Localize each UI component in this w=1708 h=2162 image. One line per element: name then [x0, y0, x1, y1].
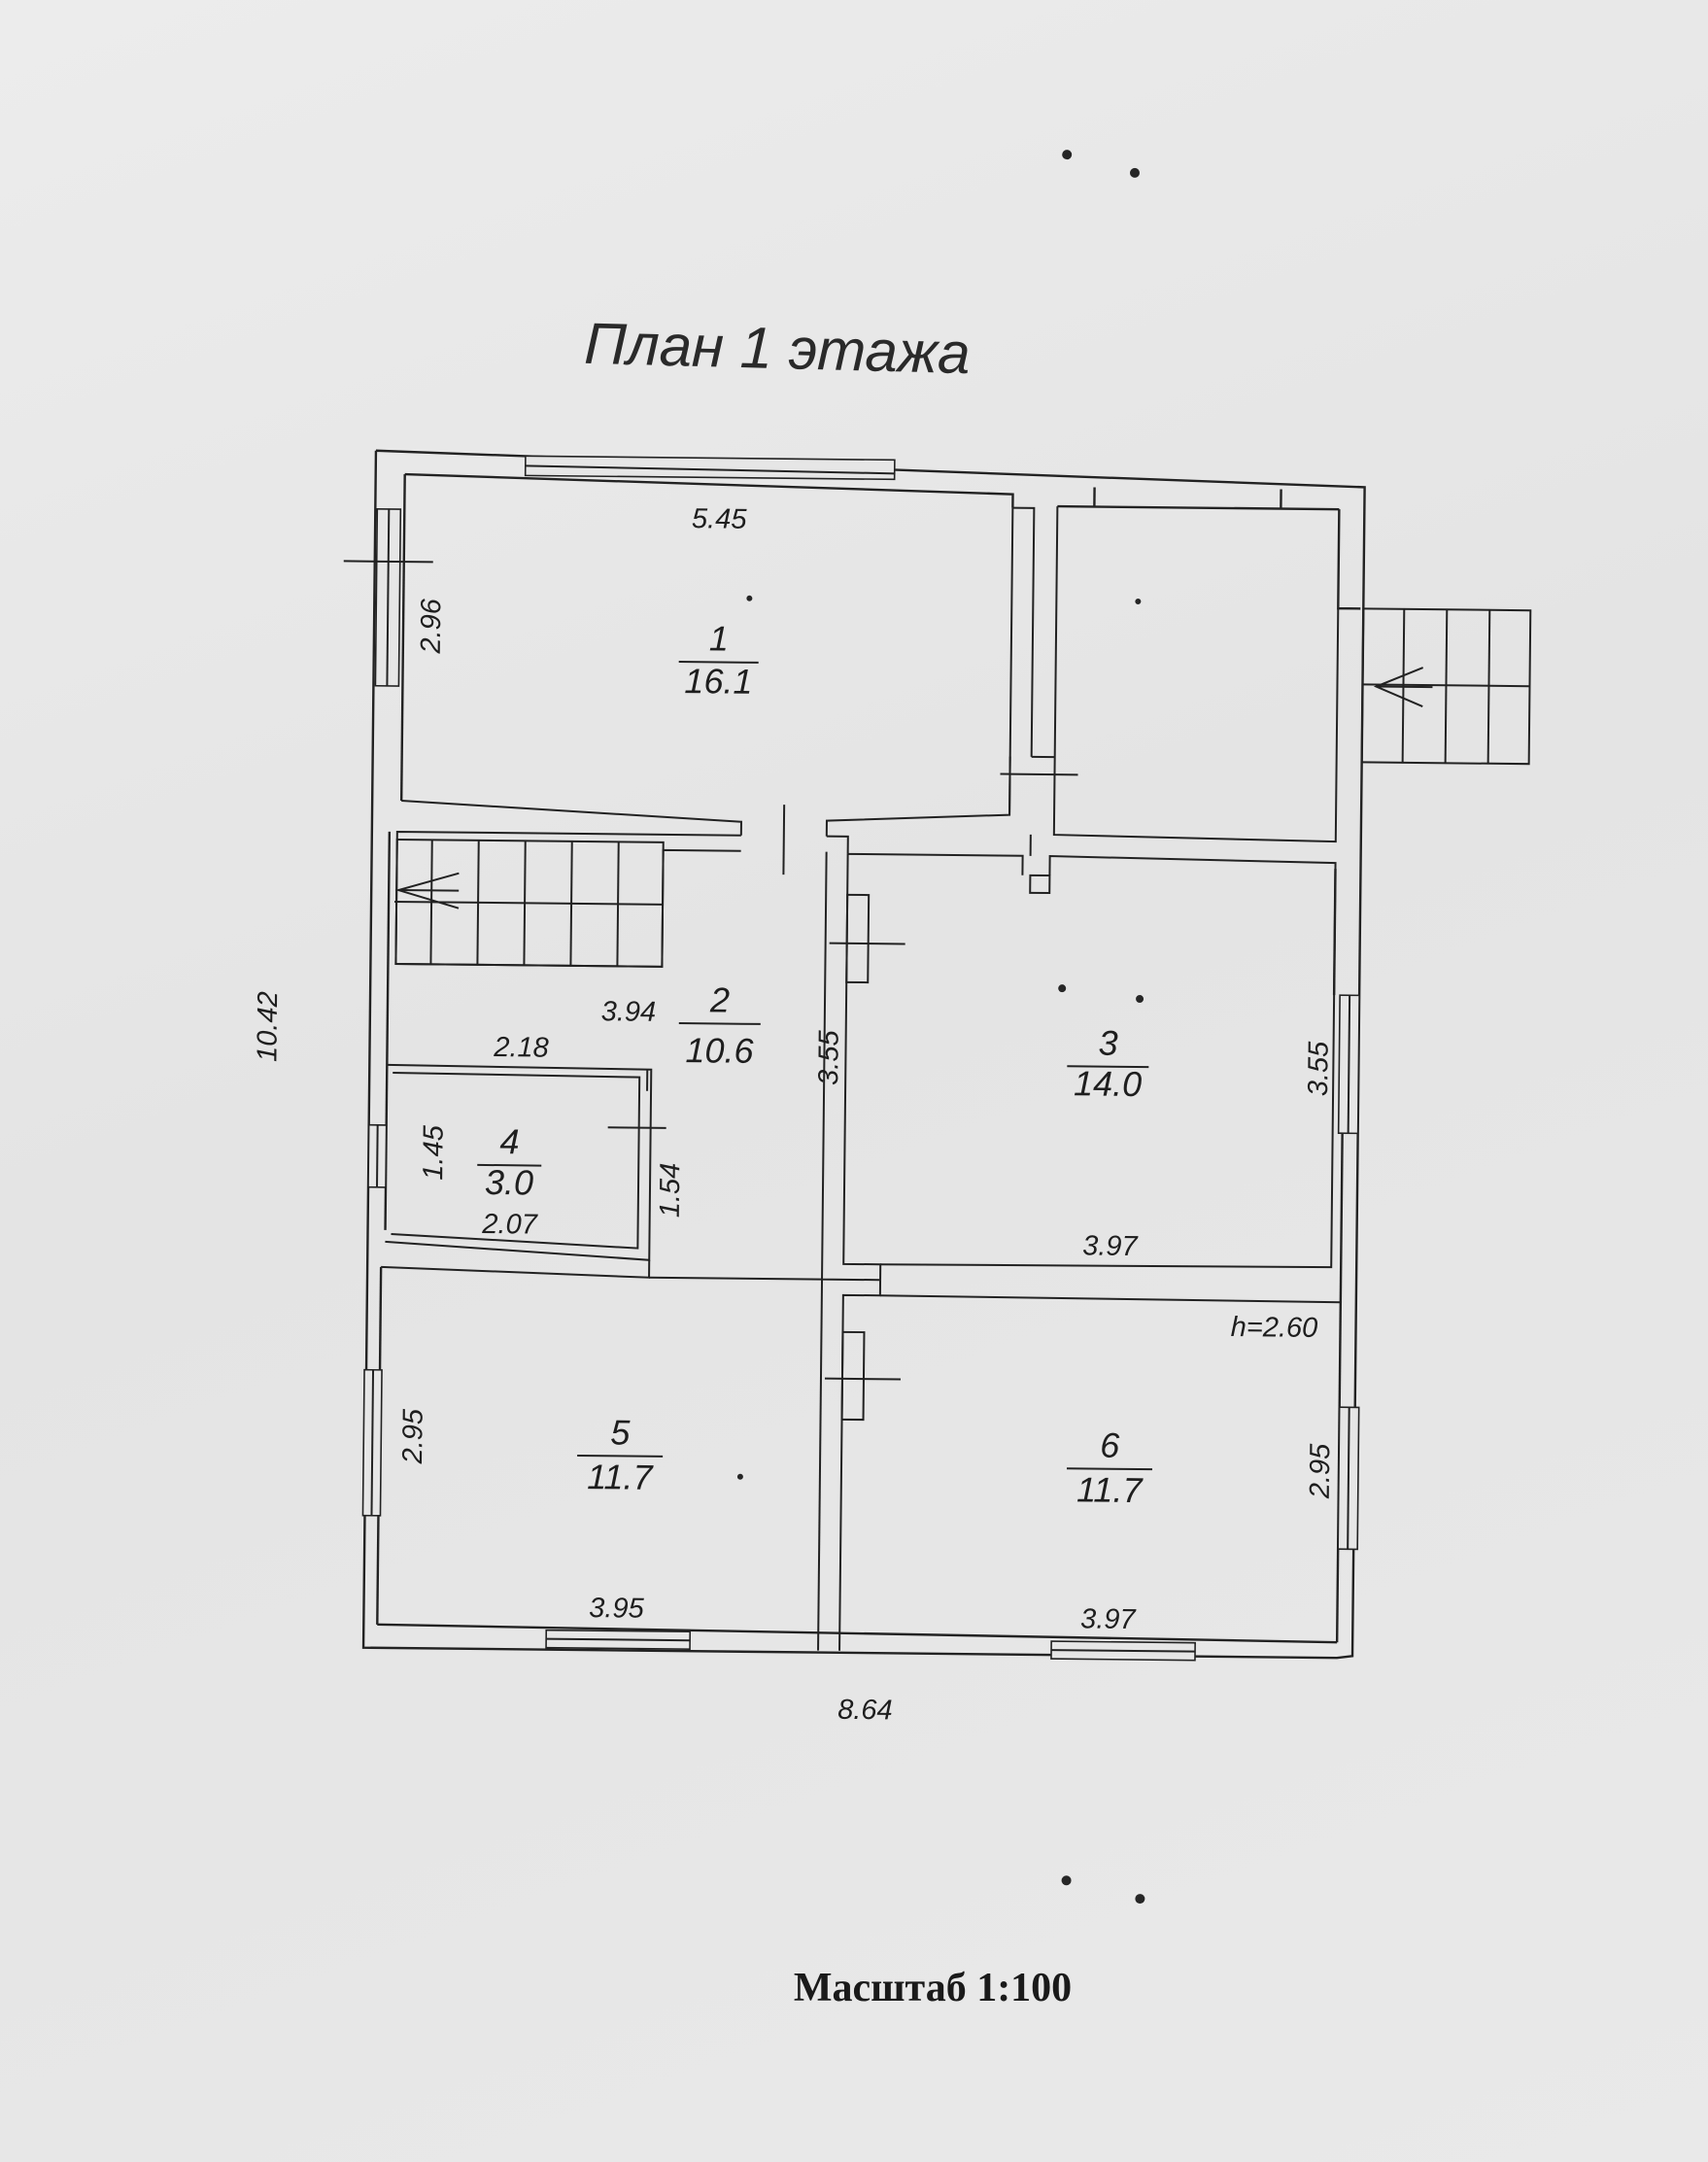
dim-room4-width: 2.07	[481, 1209, 539, 1241]
room-4-number: 4	[499, 1121, 519, 1161]
room-2-number: 2	[709, 979, 730, 1019]
dim-overall-width: 8.64	[837, 1695, 893, 1727]
speck	[1061, 1875, 1072, 1886]
dimension-labels: 8.64 10.42 5.45 2.96 3.94 2.18 3.55 3.55…	[252, 503, 1337, 1727]
dim-overall-depth: 10.42	[252, 991, 284, 1062]
scale-label: Масштаб 1:100	[793, 1966, 1073, 2010]
door-room-4	[607, 1126, 666, 1129]
ceiling-height: h=2.60	[1231, 1312, 1318, 1344]
dim-room1-depth: 2.96	[416, 598, 448, 655]
room-4-area: 3.0	[485, 1162, 533, 1203]
room-6-area: 11.7	[1076, 1469, 1144, 1510]
dim-room2-depth: 3.55	[813, 1029, 845, 1085]
dim-room2-partition: 2.18	[493, 1032, 549, 1064]
door-vestibule	[1000, 772, 1078, 776]
speck	[1135, 598, 1142, 604]
dim-room6-depth: 2.95	[1305, 1443, 1337, 1500]
speck	[1129, 167, 1140, 178]
speck	[1058, 984, 1067, 993]
room-3-number: 3	[1098, 1023, 1117, 1063]
room-1-area: 16.1	[684, 661, 753, 702]
dim-room4-right: 1.54	[655, 1163, 687, 1218]
speck	[1062, 150, 1073, 160]
doors	[343, 560, 1078, 1422]
central-walls	[394, 830, 1341, 1651]
room-3-area: 14.0	[1074, 1063, 1143, 1104]
room-1-number: 1	[709, 618, 729, 658]
room-1-walls	[401, 506, 1036, 837]
speck	[746, 595, 753, 601]
vestibule-walls	[1029, 506, 1340, 856]
windows	[361, 455, 1360, 1662]
dim-room2-width: 3.94	[601, 996, 657, 1028]
dim-room3-depth: 3.55	[1303, 1041, 1335, 1097]
dim-room5-width: 3.95	[589, 1593, 645, 1625]
dim-room4-left: 1.45	[418, 1124, 450, 1181]
interior-stairs	[394, 838, 665, 968]
speck	[1135, 1894, 1145, 1905]
room-5-number: 5	[610, 1412, 631, 1452]
room-6-number: 6	[1100, 1425, 1120, 1465]
entrance-stairs	[1360, 607, 1532, 766]
door-room-1-left	[343, 560, 433, 564]
door-room-1-corridor	[782, 805, 786, 875]
room-4-walls	[385, 1063, 653, 1261]
dim-room1-width: 5.45	[692, 503, 748, 535]
speck	[1136, 995, 1144, 1004]
dim-room6-width: 3.97	[1080, 1603, 1138, 1635]
room-labels: 1 16.1 2 10.6 3 14.0 4 3.0 5 11.7 6 11.7	[477, 618, 1153, 1510]
dim-room3-width: 3.97	[1082, 1230, 1140, 1262]
room-2-area: 10.6	[685, 1030, 754, 1071]
speck	[736, 1473, 743, 1480]
room-5-area: 11.7	[587, 1457, 655, 1497]
dim-room5-depth: 2.95	[397, 1408, 429, 1465]
room-5-walls	[381, 1259, 823, 1281]
